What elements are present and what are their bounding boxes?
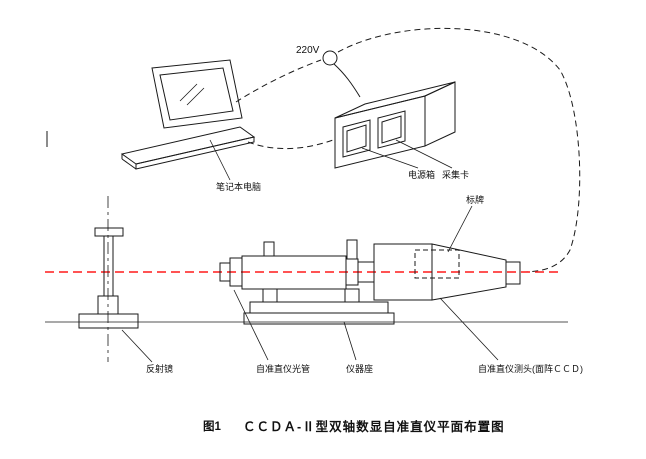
probe-head-label: 自准直仪测头(面阵ＣＣＤ) [478,363,583,374]
laptop-screen-outer [151,59,243,129]
reflector-stem [103,235,114,297]
caption-title: ＣＣＤＡ-Ⅱ型双轴数显自准直仪平面布置图 [243,419,505,434]
leader-line-laptop [209,139,231,181]
tube-stand [344,288,360,303]
leader-line-capture-card [395,139,453,169]
probe-cone [431,243,507,301]
reflector-label: 反射镜 [146,363,173,374]
base-bottom-slab [243,312,395,325]
collimator-tube-label: 自准直仪光管 [256,363,310,374]
power-port-outer [342,119,371,158]
laptop-base-top [120,126,256,165]
power-box-drawing [334,81,456,169]
base-top-slab [249,301,389,314]
nameplate-outline [414,249,460,279]
laptop-base-edge [121,158,137,170]
laptop-screen-inner [159,67,234,121]
caption-prefix: 图1 [203,419,221,433]
card-port-inner [381,115,402,144]
box-top-face [334,81,456,119]
callout-leaders [121,139,499,363]
probe-tip [505,261,521,285]
instrument-base-drawing [243,301,395,325]
tube-stand [262,288,278,303]
instrument-base-label: 仪器座 [346,363,373,374]
reflector-crossbar [94,227,124,237]
leader-line-base [343,321,357,361]
reflector-drawing [78,227,139,329]
leader-line-power-box [361,147,419,169]
figure-caption: 图1 ＣＣＤＡ-Ⅱ型双轴数显自准直仪平面布置图 [203,419,505,434]
voltage-label: 220V [296,45,320,56]
callout-labels: 笔记本电脑 电源箱 采集卡 标牌 反射镜 自准直仪光管 仪器座 自准直仪测头(面… [146,169,583,374]
power-box-label: 电源箱 [408,169,435,180]
reflector-base [78,313,139,329]
probe-head-drawing [373,243,521,301]
laptop-drawing [120,59,256,170]
leader-line-probe [439,297,499,361]
plug-circle [322,50,338,66]
collimator-tube-drawing [219,239,375,303]
tube-knob [263,241,275,257]
leader-line-tube [233,289,269,361]
leader-line-reflector [121,329,153,363]
tube-knob [346,239,358,260]
plug-cable [333,63,361,98]
laptop-to-box-cable [247,139,334,149]
laptop-label: 笔记本电脑 [216,181,261,192]
capture-card-label: 采集卡 [442,169,469,180]
box-to-probe-cable [337,27,581,273]
screen-glare-line [186,87,205,106]
laptop-to-plug-cable [235,59,322,103]
nameplate-label: 标牌 [466,194,484,205]
card-port-outer [377,110,406,149]
power-port-inner [346,124,367,153]
laptop-base-front [135,136,255,170]
box-right-face [424,81,456,147]
leader-line-nameplate [447,205,473,253]
screen-glare-line [179,83,198,102]
power-plug: 220V [296,45,361,98]
cable-curves [235,27,581,273]
